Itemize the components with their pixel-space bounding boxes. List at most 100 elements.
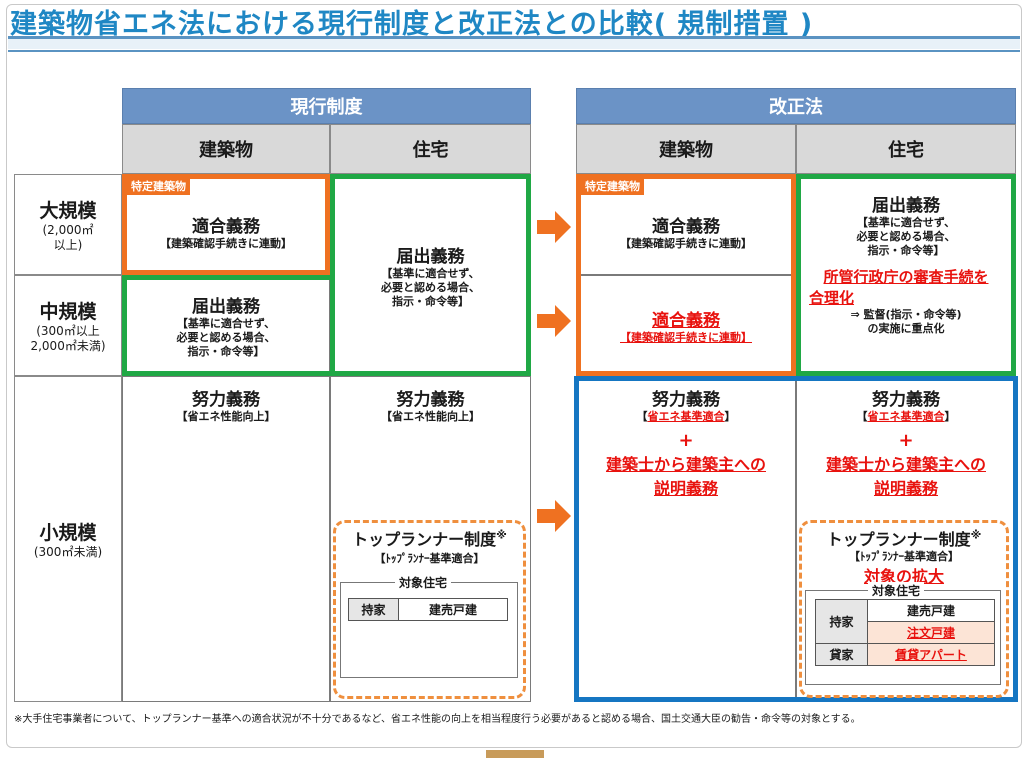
toprunner-cur-sub: 【ﾄｯﾌﾟﾗﾝﾅｰ基準適合】: [374, 552, 485, 565]
table-row: 持家 建売戸建: [348, 598, 508, 621]
rev-small-b-effort-title: 努力義務: [652, 390, 720, 410]
header-rev-building-label: 建築物: [659, 140, 713, 161]
rev-owned-cell: 持家: [815, 599, 868, 644]
rev-medium-building: 適合義務 【建築確認手続きに連動】: [576, 275, 796, 376]
slide-frame: [6, 4, 1022, 748]
row-medium-sub1: (300㎡以上: [36, 324, 100, 338]
toprunner-rev-expand: 対象の拡大: [863, 567, 944, 586]
cur-large-medium-house: 届出義務 【基準に適合せず、 必要と認める場合、 指示・命令等】: [330, 174, 531, 376]
rev-med-conformity-title: 適合義務: [652, 311, 720, 331]
bracket-close: 】: [944, 410, 956, 423]
rev-ready-built-cell: 建売戸建: [867, 599, 995, 622]
toprunner-rev-sub: 【ﾄｯﾌﾟﾗﾝﾅｰ基準適合】: [849, 550, 959, 563]
arrow-right-icon: [537, 500, 571, 532]
rev-house-review-line2: 合理化: [809, 289, 855, 307]
bracket-open: 【: [856, 410, 868, 423]
header-cur-house-label: 住宅: [412, 140, 449, 161]
row-label-small: 小規模 (300㎡未満): [14, 376, 122, 702]
toprunner-cur-title: トップランナー制度※: [333, 526, 526, 550]
rev-small-h-standard: 省エネ基準適合: [867, 410, 945, 423]
cur-house-notify-sub2: 必要と認める場合、: [381, 280, 480, 294]
rev-small-b-plus: +: [678, 430, 694, 451]
rev-rented-cell: 貸家: [815, 643, 868, 666]
rev-rental-apt-cell: 賃貸アパート: [867, 643, 995, 666]
title-underline-bottom: [8, 50, 1020, 52]
row-large-sub2: 以上): [53, 238, 83, 252]
tag-specific-building-rev: 特定建築物: [581, 179, 644, 195]
row-medium-title: 中規模: [39, 301, 97, 323]
cur-small-b-effort-title: 努力義務: [192, 390, 260, 410]
arrow-right-icon: [537, 211, 571, 243]
rev-house-notify-sub1: 【基準に適合せず、: [856, 216, 956, 229]
rev-house-supervise-line2: の実施に重点化: [867, 322, 945, 335]
cur-medium-building: 届出義務 【基準に適合せず、 必要と認める場合、 指示・命令等】: [122, 275, 330, 376]
table-row: 貸家 賃貸アパート: [815, 643, 995, 666]
rev-custom-built-cell: 注文戸建: [867, 621, 995, 644]
rev-house-review-line1: 所管行政庁の審査手続を: [823, 268, 989, 286]
rev-house-notify-sub3: 指示・命令等】: [867, 244, 945, 257]
header-rev-house: 住宅: [796, 124, 1016, 174]
cur-med-notify-sub1: 【基準に適合せず、: [176, 317, 276, 330]
row-large-sub1: (2,000㎡: [42, 223, 94, 237]
cur-ready-built-cell: 建売戸建: [398, 598, 508, 621]
arrow-right-icon: [537, 305, 571, 337]
cur-large-conformity-title: 適合義務: [192, 217, 260, 237]
rev-large-medium-house: 届出義務 【基準に適合せず、 必要と認める場合、 指示・命令等】 所管行政庁の審…: [796, 174, 1016, 376]
header-cur-building: 建築物: [122, 124, 330, 174]
cur-house-notify-title: 届出義務: [396, 246, 465, 267]
cur-med-notify-title: 届出義務: [192, 297, 260, 317]
rev-large-conformity-title: 適合義務: [652, 217, 720, 237]
rev-small-h-explain1: 建築士から建築主への: [825, 455, 986, 474]
cur-large-conformity-sub: 【建築確認手続きに連動】: [160, 237, 292, 250]
header-current-label: 現行制度: [290, 97, 363, 118]
header-cur-building-label: 建築物: [199, 140, 253, 161]
header-revised-label: 改正法: [769, 97, 823, 118]
toprunner-rev-table: 持家 建売戸建 注文戸建 貸家 賃貸アパート: [815, 599, 995, 666]
cur-med-notify-sub3: 指示・命令等】: [187, 345, 265, 358]
row-small-title: 小規模: [39, 522, 97, 544]
header-rev-building: 建築物: [576, 124, 796, 174]
rev-house-notify-sub2: 必要と認める場合、: [856, 230, 956, 243]
rev-small-h-effort-sub: 【省エネ基準適合】: [857, 410, 956, 424]
rev-small-b-standard: 省エネ基準適合: [647, 410, 725, 423]
toprunner-rev-mark: ※: [970, 528, 982, 542]
rev-house-notify-title: 届出義務: [872, 196, 940, 216]
footnote: ※大手住宅事業者について、トップランナー基準への適合状況が不十分であるなど、省エ…: [14, 714, 861, 725]
toprunner-cur-target-label: 対象住宅: [395, 574, 452, 591]
bracket-open: 【: [636, 410, 648, 423]
header-revised-law: 改正法: [576, 88, 1016, 124]
rev-small-b-explain2: 説明義務: [653, 479, 718, 498]
toprunner-box-rev: [799, 520, 1009, 698]
cur-small-h-effort-title: 努力義務: [396, 390, 465, 410]
toprunner-box-cur: [333, 520, 526, 699]
bracket-close: 】: [724, 410, 736, 423]
toprunner-rev-title: トップランナー制度※: [799, 526, 1009, 550]
cur-house-notify-sub3: 指示・命令等】: [392, 294, 469, 308]
rev-house-supervise-line1: ⇒ 監督(指示・命令等): [850, 308, 962, 321]
header-rev-house-label: 住宅: [888, 140, 924, 161]
cur-small-h-effort-sub: 【省エネ性能向上】: [381, 410, 480, 423]
row-medium-sub2: 2,000㎡未満): [30, 339, 106, 353]
cur-small-house: 努力義務 【省エネ性能向上】: [330, 376, 531, 702]
title-underline: [8, 36, 1020, 49]
row-label-medium: 中規模 (300㎡以上 2,000㎡未満): [14, 275, 122, 376]
rev-large-conformity-sub: 【建築確認手続きに連動】: [620, 237, 752, 250]
toprunner-cur-target-group: [340, 582, 518, 678]
rev-med-conformity-sub: 【建築確認手続きに連動】: [620, 331, 752, 344]
cur-med-notify-sub2: 必要と認める場合、: [176, 331, 276, 344]
row-label-large: 大規模 (2,000㎡ 以上): [14, 174, 122, 275]
rev-small-b-explain1: 建築士から建築主への: [605, 455, 766, 474]
cur-owned-cell: 持家: [348, 598, 399, 621]
rev-small-h-explain2: 説明義務: [873, 479, 938, 498]
rev-small-b-effort-sub: 【省エネ基準適合】: [637, 410, 736, 424]
header-current-system: 現行制度: [122, 88, 531, 124]
toprunner-rev-target-label: 対象住宅: [868, 582, 925, 599]
rev-small-h-plus: +: [898, 430, 914, 451]
rev-small-building: 努力義務 【省エネ基準適合】 + 建築士から建築主への 説明義務: [576, 376, 796, 702]
page-title: 建築物省エネ法における現行制度と改正法との比較( 規制措置 ): [10, 9, 814, 40]
cur-house-notify-sub1: 【基準に適合せず、: [381, 266, 480, 280]
toprunner-cur-title-text: トップランナー制度: [352, 530, 497, 549]
toprunner-rev-title-text: トップランナー制度: [826, 530, 971, 549]
table-row: 持家 建売戸建: [815, 599, 995, 644]
tag-specific-building-cur: 特定建築物: [127, 179, 190, 195]
